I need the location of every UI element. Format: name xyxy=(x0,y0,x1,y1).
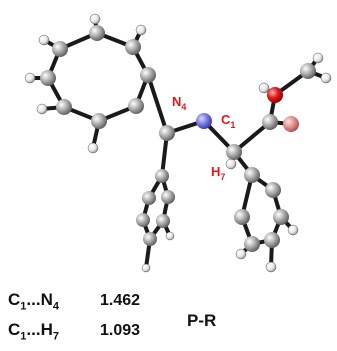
bond-length-value: 1.093 xyxy=(100,322,141,339)
oxygen-atom-faded xyxy=(283,116,299,132)
oxygen-atom xyxy=(267,87,283,103)
label-n4: N4 xyxy=(172,94,186,112)
label-h7: H7 xyxy=(211,164,225,182)
measurement-row: C1...H7 1.093 xyxy=(8,320,140,350)
bond-length-value: 1.462 xyxy=(100,292,141,309)
carbon-atoms xyxy=(40,25,316,252)
nitrogen-atom xyxy=(196,113,212,129)
label-c1: C1 xyxy=(221,112,235,130)
molecule-render: N4 C1 H7 xyxy=(24,13,332,273)
conformer-label: P-R xyxy=(187,311,217,330)
measurement-row: C1...N4 1.462 xyxy=(8,290,140,320)
measurement-table: C1...N4 1.462 C1...H7 1.093 xyxy=(8,290,140,350)
atom-pair-label: C1...N4 xyxy=(8,290,59,313)
bonds xyxy=(28,17,328,270)
atom-pair-label: C1...H7 xyxy=(8,320,59,343)
hydrogen-atoms xyxy=(24,13,332,273)
